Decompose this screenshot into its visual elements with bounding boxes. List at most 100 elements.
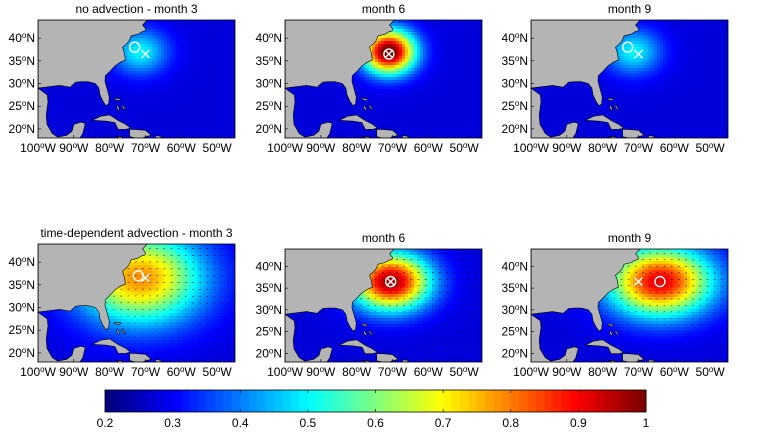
y-tick-label: 35oN	[502, 53, 528, 68]
colorbar-tick-label: 0.8	[502, 416, 519, 430]
colorbar-tick-label: 1	[643, 416, 650, 430]
x-tick-label: 80oW	[95, 141, 125, 156]
x-tick-label: 60oW	[660, 365, 690, 380]
x-tick-label: 80oW	[342, 365, 372, 380]
y-tick-label: 20oN	[9, 345, 35, 360]
y-tick-label: 25oN	[502, 324, 528, 339]
circle-marker	[384, 275, 397, 288]
x-tick-label: 100oW	[513, 141, 549, 156]
y-tick-label: 25oN	[9, 323, 35, 338]
x-tick-label: 90oW	[306, 141, 336, 156]
axes-frame	[37, 243, 236, 363]
y-tick-label: 25oN	[502, 99, 528, 114]
map-panel-1: no advection - month 3 20oN 25oN 30oN 35oN 40…	[9, 2, 236, 156]
map-panel-4: time-dependent advection - month 3 20oN 25…	[9, 226, 236, 380]
land	[531, 249, 674, 362]
y-tick-label: 30oN	[9, 300, 35, 315]
x-tick-label: 100oW	[267, 141, 303, 156]
y-tick-label: 25oN	[256, 324, 282, 339]
panel-title: no advection - month 3	[75, 2, 197, 16]
y-tick-label: 20oN	[9, 121, 35, 136]
y-tick-label: 25oN	[9, 99, 35, 114]
y-tick-label: 20oN	[256, 346, 282, 361]
y-tick-label: 35oN	[256, 281, 282, 296]
land	[285, 249, 428, 362]
land	[285, 20, 427, 138]
x-tick-label: 70oW	[131, 365, 161, 380]
y-tick-label: 20oN	[256, 121, 282, 136]
y-tick-label: 25oN	[256, 99, 282, 114]
panel-title: month 6	[362, 2, 406, 16]
circle-marker	[383, 48, 395, 60]
x-tick-label: 60oW	[414, 365, 444, 380]
x-tick-label: 100oW	[20, 141, 56, 156]
y-tick-label: 30oN	[256, 302, 282, 317]
y-tick-label: 35oN	[256, 53, 282, 68]
circle-marker	[622, 41, 634, 53]
x-tick-label: 70oW	[624, 365, 654, 380]
cross-marker	[386, 277, 396, 287]
land	[38, 244, 180, 362]
land	[531, 20, 673, 138]
x-tick-label: 90oW	[59, 141, 89, 156]
x-tick-label: 60oW	[167, 141, 197, 156]
y-tick-label: 30oN	[502, 302, 528, 317]
x-tick-label: 80oW	[588, 365, 618, 380]
x-tick-label: 90oW	[59, 365, 89, 380]
x-tick-label: 80oW	[342, 141, 372, 156]
x-tick-label: 60oW	[660, 141, 690, 156]
x-tick-label: 90oW	[306, 365, 336, 380]
y-tick-label: 40oN	[502, 31, 528, 46]
colorbar-tick-label: 0.6	[367, 416, 384, 430]
x-tick-label: 50oW	[450, 141, 480, 156]
x-tick-label: 70oW	[378, 141, 408, 156]
x-tick-label: 60oW	[414, 141, 444, 156]
y-tick-label: 40oN	[9, 31, 35, 46]
x-tick-label: 70oW	[131, 141, 161, 156]
land	[38, 20, 180, 138]
y-tick-label: 30oN	[256, 76, 282, 91]
x-tick-label: 50oW	[203, 141, 233, 156]
circle-marker	[129, 41, 141, 53]
y-tick-label: 40oN	[256, 31, 282, 46]
x-tick-label: 100oW	[267, 365, 303, 380]
axes-frame	[530, 19, 729, 139]
circle-marker	[654, 275, 666, 288]
x-tick-label: 50oW	[450, 365, 480, 380]
y-tick-label: 35oN	[502, 281, 528, 296]
x-tick-label: 60oW	[167, 365, 197, 380]
panel-title: time-dependent advection - month 3	[40, 226, 232, 240]
axes-frame	[284, 248, 483, 363]
y-tick-label: 30oN	[502, 76, 528, 91]
cross-marker	[140, 49, 150, 59]
colorbar-tick-label: 0.3	[164, 416, 181, 430]
panel-title: month 6	[362, 231, 406, 245]
x-tick-label: 90oW	[552, 141, 582, 156]
y-tick-label: 30oN	[9, 76, 35, 91]
cross-marker	[633, 49, 643, 59]
y-tick-label: 40oN	[502, 259, 528, 274]
x-tick-label: 100oW	[513, 365, 549, 380]
colorbar-tick-label: 0.2	[97, 416, 114, 430]
panel-title: month 9	[608, 231, 652, 245]
x-tick-label: 50oW	[696, 365, 726, 380]
axes-frame	[530, 248, 729, 363]
cross-marker	[384, 49, 394, 59]
y-tick-label: 35oN	[9, 53, 35, 68]
x-tick-label: 90oW	[552, 365, 582, 380]
y-tick-label: 35oN	[9, 277, 35, 292]
colorbar-tick-label: 0.5	[300, 416, 317, 430]
y-tick-label: 20oN	[502, 121, 528, 136]
x-tick-label: 100oW	[20, 365, 56, 380]
x-tick-label: 80oW	[588, 141, 618, 156]
cross-marker	[633, 277, 643, 287]
x-tick-label: 70oW	[624, 141, 654, 156]
x-tick-label: 50oW	[696, 141, 726, 156]
colorbar-tick-label: 0.7	[435, 416, 452, 430]
colorbar-tick-label: 0.4	[232, 416, 249, 430]
